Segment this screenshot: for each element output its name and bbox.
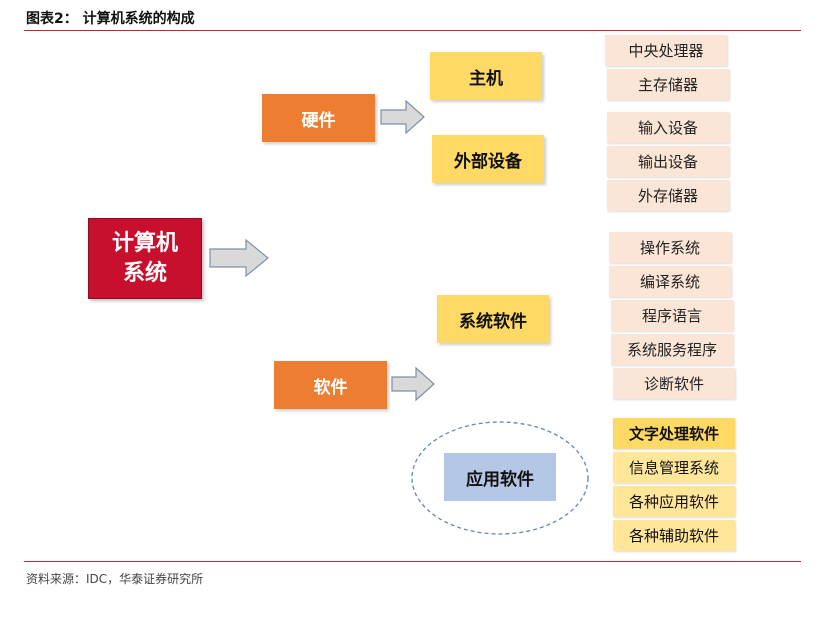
node-hardware: 硬件 (262, 94, 375, 142)
root-node-computer-system: 计算机 系统 (88, 218, 202, 299)
root-arrow-icon (209, 238, 269, 278)
hardware-arrow-icon (380, 99, 425, 135)
leaf-information-management: 信息管理系统 (613, 452, 735, 483)
leaf-operating-system: 操作系统 (609, 232, 731, 263)
leaf-output-device: 输出设备 (607, 146, 729, 177)
leaf-word-processing: 文字处理软件 (613, 418, 735, 449)
header-divider (24, 30, 801, 31)
leaf-main-memory: 主存储器 (607, 69, 729, 100)
root-label-line2: 系统 (122, 260, 167, 286)
root-label-line1: 计算机 (111, 230, 178, 256)
leaf-cpu: 中央处理器 (605, 35, 727, 66)
node-software: 软件 (274, 361, 387, 409)
node-system-software: 系统软件 (437, 295, 549, 343)
source-note: 资料来源：IDC，华泰证券研究所 (26, 572, 204, 586)
leaf-various-applications: 各种应用软件 (613, 486, 735, 517)
leaf-various-auxiliary: 各种辅助软件 (613, 520, 735, 551)
leaf-input-device: 输入设备 (607, 112, 729, 143)
page-title: 图表2： 计算机系统的构成 (26, 11, 195, 27)
leaf-compiler-system: 编译系统 (609, 266, 731, 297)
leaf-diagnostic-software: 诊断软件 (613, 368, 735, 399)
leaf-system-service-program: 系统服务程序 (611, 334, 733, 365)
node-peripherals: 外部设备 (432, 135, 544, 183)
leaf-external-storage: 外存储器 (607, 180, 729, 211)
leaf-programming-language: 程序语言 (611, 300, 733, 331)
node-application-software: 应用软件 (444, 453, 556, 501)
node-host: 主机 (430, 52, 542, 100)
software-arrow-icon (391, 366, 435, 402)
footer-divider (24, 561, 801, 562)
